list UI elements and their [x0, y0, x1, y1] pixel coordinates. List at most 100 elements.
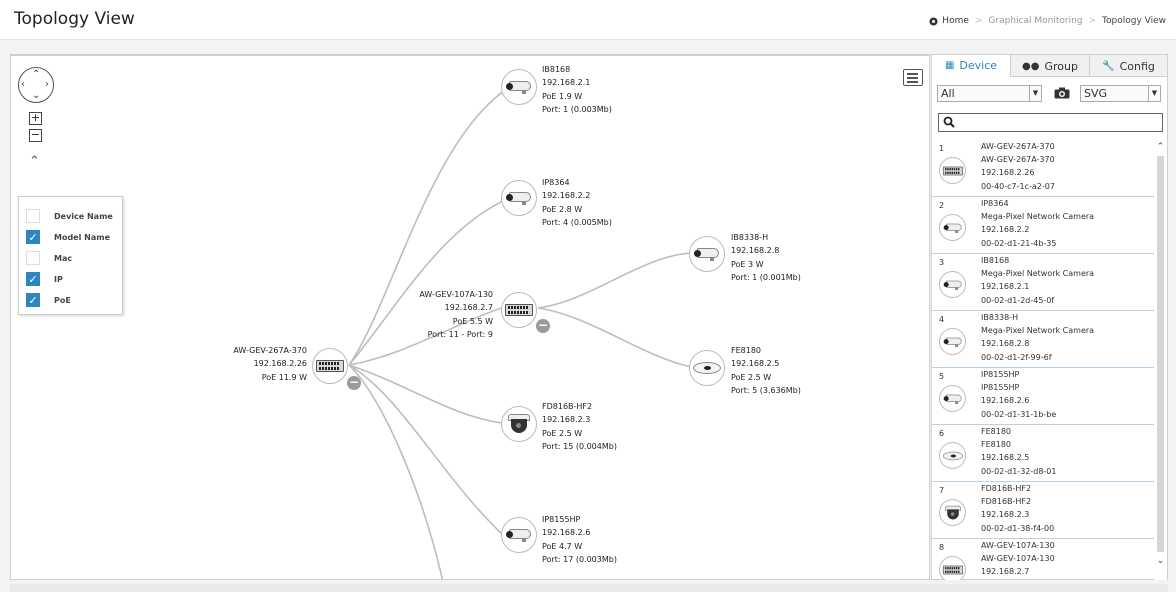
scrollbar-thumb[interactable] — [1157, 156, 1164, 552]
fe8180-info: FE8180 192.168.2.5 PoE 2.5 W Port: 5 (3.… — [731, 346, 801, 395]
device-list-scrollbar[interactable]: ⌃ ⌄ — [1154, 140, 1167, 580]
chevron-down-icon: ▼ — [1029, 86, 1041, 101]
collapse-panel-icon[interactable]: ⌃ — [29, 154, 40, 169]
pan-control[interactable]: ⌃ ⌄ ‹ › — [18, 67, 54, 103]
chevron-down-icon[interactable]: ⌄ — [1156, 556, 1165, 566]
pan-left-icon[interactable]: ‹ — [21, 79, 25, 90]
tab-device[interactable]: ▦ Device — [932, 55, 1010, 77]
fisheye-camera-icon — [942, 451, 963, 460]
pan-right-icon[interactable]: › — [45, 79, 49, 90]
filter-ip[interactable]: ✓ IP — [26, 271, 63, 287]
bottom-strip — [10, 584, 1168, 592]
filter-label: Device Name — [54, 211, 113, 221]
export-format-value: SVG — [1084, 87, 1108, 100]
ib8338h-info: IB8338-H 192.168.2.8 PoE 3 W Port: 1 (0.… — [731, 233, 801, 282]
chevron-up-icon[interactable]: ⌃ — [1156, 142, 1165, 152]
topology-canvas[interactable]: ⌃ ⌄ ‹ › + − ⌃ Device Name ✓ Model Name M… — [10, 54, 930, 580]
topology-links — [348, 86, 692, 579]
breadcrumb-current: Topology View — [1102, 16, 1166, 26]
bullet-camera-icon — [505, 191, 533, 205]
pan-down-icon[interactable]: ⌄ — [32, 90, 41, 101]
bullet-camera-icon — [505, 528, 533, 542]
bullet-camera-icon — [505, 80, 533, 94]
zoom-out-button[interactable]: − — [29, 128, 42, 142]
breadcrumb-home[interactable]: Home — [942, 16, 969, 26]
device-filter-value: All — [941, 87, 955, 100]
search-input[interactable] — [961, 115, 1159, 130]
list-item-node — [939, 157, 966, 184]
side-tabs: ▦ Device ●● Group 🔧 Config — [932, 55, 1167, 77]
collapse-root-button[interactable]: − — [347, 375, 361, 390]
filter-device-name[interactable]: Device Name — [26, 208, 113, 224]
pan-up-icon[interactable]: ⌃ — [32, 69, 41, 80]
mac-checkbox[interactable] — [26, 251, 40, 265]
fd816b-node[interactable] — [501, 406, 537, 442]
device-side-panel: ▦ Device ●● Group 🔧 Config All ▼ SVG ▼ — [931, 54, 1168, 580]
root-switch-info: AW-GEV-267A-370 192.168.2.26 PoE 11.9 W — [233, 346, 307, 382]
label-filter-panel: Device Name ✓ Model Name Mac ✓ IP ✓ PoE — [18, 196, 123, 315]
bullet-camera-icon — [693, 247, 721, 261]
collapse-sub-switch-button[interactable]: − — [536, 318, 550, 333]
list-item-node — [939, 442, 966, 469]
link-root-ip8155hp — [348, 364, 503, 535]
ib8338h-node[interactable] — [689, 236, 725, 272]
link-root-fd816b — [348, 364, 503, 424]
zoom-in-button[interactable]: + — [29, 111, 42, 125]
ip-checkbox[interactable]: ✓ — [26, 272, 40, 286]
filter-label: PoE — [54, 295, 71, 305]
device-name-checkbox[interactable] — [26, 209, 40, 223]
fe8180-node[interactable] — [689, 350, 725, 386]
breadcrumb-graphical-monitoring[interactable]: Graphical Monitoring — [988, 16, 1083, 26]
list-view-icon[interactable] — [903, 69, 923, 86]
ip8155hp-node[interactable] — [501, 517, 537, 553]
sub-switch-node[interactable] — [501, 292, 537, 328]
dome-camera-icon — [508, 414, 530, 434]
list-item-index: 7 — [939, 486, 945, 495]
search-icon — [943, 116, 955, 128]
list-item-node — [939, 214, 966, 241]
filter-mac[interactable]: Mac — [26, 250, 72, 266]
tab-label: Config — [1119, 59, 1155, 73]
device-filter-select[interactable]: All ▼ — [937, 85, 1042, 102]
model-name-checkbox[interactable]: ✓ — [26, 230, 40, 244]
export-format-select[interactable]: SVG ▼ — [1080, 85, 1161, 102]
page-title: Topology View — [14, 9, 135, 29]
fisheye-camera-icon — [693, 362, 721, 374]
list-item-index: 4 — [939, 315, 945, 324]
filter-poe[interactable]: ✓ PoE — [26, 292, 71, 308]
switch-icon — [942, 565, 963, 574]
list-item-index: 6 — [939, 429, 945, 438]
fd816b-info: FD816B-HF2 192.168.2.3 PoE 2.5 W Port: 1… — [542, 402, 617, 451]
tab-label: Device — [959, 59, 998, 72]
filter-label: Mac — [54, 253, 73, 263]
ip8364-node[interactable] — [501, 180, 537, 216]
tab-group[interactable]: ●● Group — [1010, 55, 1089, 77]
bullet-camera-icon — [942, 336, 962, 347]
sub-switch-info: AW-GEV-107A-130 192.168.2.7 PoE 5.5 W Po… — [419, 290, 493, 339]
root-switch-node[interactable] — [312, 348, 348, 384]
breadcrumb-separator: > — [1088, 16, 1097, 26]
tab-config[interactable]: 🔧 Config — [1089, 55, 1167, 77]
filter-label: Model Name — [54, 232, 110, 242]
camera-icon[interactable] — [1054, 87, 1070, 99]
poe-checkbox[interactable]: ✓ — [26, 293, 40, 307]
ip8155hp-info: IP8155HP 192.168.2.6 PoE 4.7 W Port: 17 … — [542, 515, 617, 564]
filter-model-name[interactable]: ✓ Model Name — [26, 229, 110, 245]
ib8168-node[interactable] — [501, 69, 537, 105]
list-item-index: 8 — [939, 543, 945, 552]
